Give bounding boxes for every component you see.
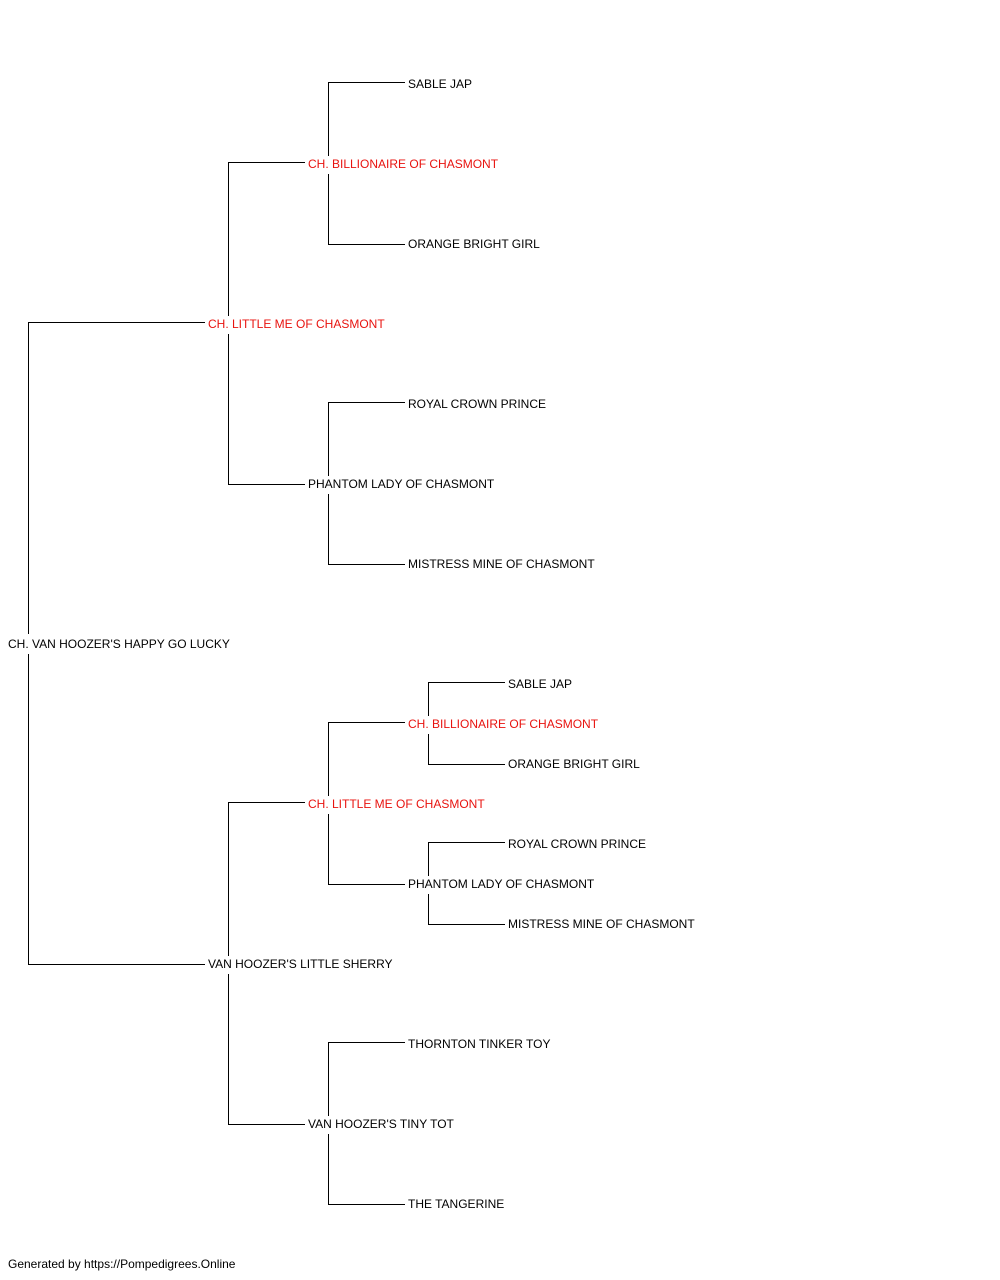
connector-sire-dam: [228, 334, 305, 485]
connector-dam-sire-sire: [328, 722, 405, 796]
connector-dam-sire-dam-sire: [428, 842, 505, 876]
dog-name-dam-sire-dam: PHANTOM LADY OF CHASMONT: [408, 877, 597, 891]
dog-name-dam-sire-dam-sire: ROYAL CROWN PRINCE: [508, 837, 649, 851]
dog-name-dam-sire: CH. LITTLE ME OF CHASMONT: [308, 797, 487, 811]
dog-name-sire: CH. LITTLE ME OF CHASMONT: [208, 317, 387, 331]
dog-name-sire-dam: PHANTOM LADY OF CHASMONT: [308, 477, 497, 491]
connector-dam-dam-dam: [328, 1134, 405, 1205]
connector-dam-sire-dam-dam: [428, 894, 505, 925]
connector-sire-sire-sire: [328, 82, 405, 156]
connector-sire-dam-sire: [328, 402, 405, 476]
connector-sire-sire-dam: [328, 174, 405, 245]
connector-dam-sire-sire-sire: [428, 682, 505, 716]
dog-name-dam-sire-sire-sire: SABLE JAP: [508, 677, 575, 691]
dog-name-sire-sire-sire: SABLE JAP: [408, 77, 475, 91]
dog-name-sire-dam-dam: MISTRESS MINE OF CHASMONT: [408, 557, 597, 571]
dog-name-dam-dam-dam: THE TANGERINE: [408, 1197, 507, 1211]
connector-dam-sire: [228, 802, 305, 956]
dog-name-dam-dam-sire: THORNTON TINKER TOY: [408, 1037, 553, 1051]
connector-sire-dam-dam: [328, 494, 405, 565]
dog-name-subject: CH. VAN HOOZER'S HAPPY GO LUCKY: [8, 637, 232, 651]
connector-dam-sire-dam: [328, 814, 405, 885]
dog-name-dam-sire-sire: CH. BILLIONAIRE OF CHASMONT: [408, 717, 601, 731]
generated-by-footer: Generated by https://Pompedigrees.Online: [8, 1257, 236, 1271]
connector-subject-dam: [28, 654, 205, 965]
dog-name-dam-sire-dam-dam: MISTRESS MINE OF CHASMONT: [508, 917, 697, 931]
dog-name-dam-dam: VAN HOOZER'S TINY TOT: [308, 1117, 456, 1131]
dog-name-sire-sire-dam: ORANGE BRIGHT GIRL: [408, 237, 542, 251]
connector-sire-sire: [228, 162, 305, 316]
dog-name-dam: VAN HOOZER'S LITTLE SHERRY: [208, 957, 395, 971]
dog-name-sire-dam-sire: ROYAL CROWN PRINCE: [408, 397, 549, 411]
connector-dam-dam-sire: [328, 1042, 405, 1116]
connector-dam-dam: [228, 974, 305, 1125]
dog-name-sire-sire: CH. BILLIONAIRE OF CHASMONT: [308, 157, 501, 171]
connector-dam-sire-sire-dam: [428, 734, 505, 765]
dog-name-dam-sire-sire-dam: ORANGE BRIGHT GIRL: [508, 757, 642, 771]
connector-subject-sire: [28, 322, 205, 634]
